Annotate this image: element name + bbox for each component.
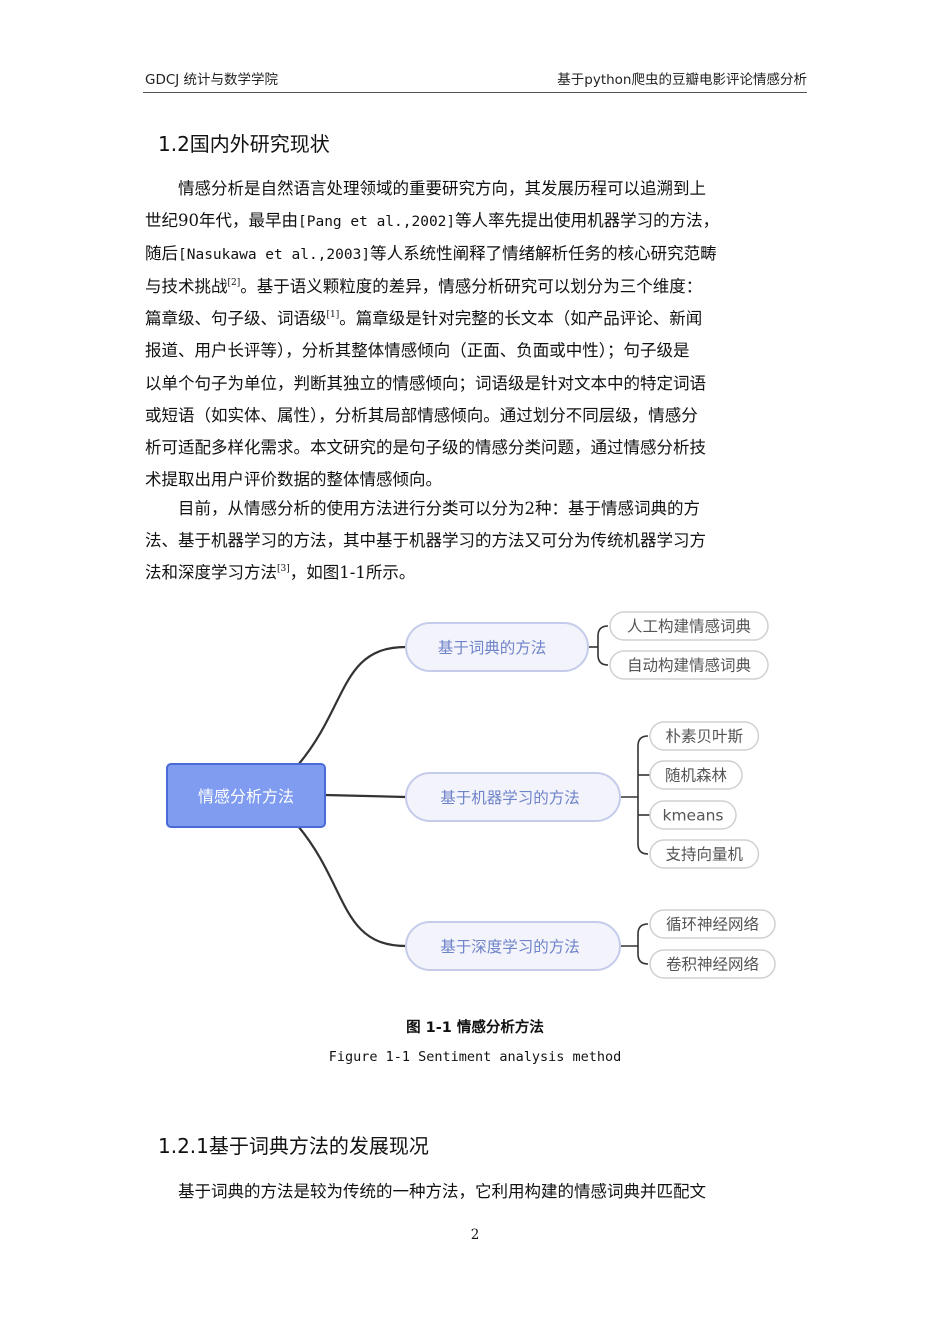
branch-node-deep-learning: 基于深度学习的方法	[405, 921, 621, 971]
text-line: 随后[Nasukawa et al.,2003]等人系统性阐释了情绪解析任务的核…	[145, 244, 717, 264]
branch-node-label: 基于深度学习的方法	[440, 938, 580, 956]
leaf-node: 自动构建情感词典	[609, 650, 769, 680]
leaf-node-label: 随机森林	[665, 767, 728, 785]
text-line: 或短语（如实体、属性），分析其局部情感倾向。通过划分不同层级，情感分	[145, 405, 698, 425]
root-node: 情感分析方法	[166, 763, 326, 828]
text-line: 情感分析是自然语言处理领域的重要研究方向，其发展历程可以追溯到上	[178, 179, 706, 198]
leaf-node-label: 支持向量机	[665, 846, 743, 864]
text-line: 目前，从情感分析的使用方法进行分类可以分为2种：基于情感词典的方	[178, 499, 700, 518]
paragraph-method-classes: 目前，从情感分析的使用方法进行分类可以分为2种：基于情感词典的方 法、基于机器学…	[145, 493, 805, 589]
paragraph-dictionary-method: 基于词典的方法是较为传统的一种方法，它利用构建的情感词典并匹配文	[145, 1176, 805, 1208]
root-node-label: 情感分析方法	[198, 787, 294, 806]
connector-line	[324, 793, 407, 799]
section-heading-1-2: 1.2国内外研究现状	[158, 132, 330, 156]
connector-line	[297, 645, 407, 766]
text-line: 法、基于机器学习的方法，其中基于机器学习的方法又可分为传统机器学习方	[145, 531, 706, 551]
connector-line	[597, 625, 609, 666]
running-header-left: GDCJ 统计与数学学院	[145, 72, 279, 88]
branch-node-label: 基于机器学习的方法	[440, 789, 580, 807]
leaf-node: 卷积神经网络	[649, 949, 776, 979]
leaf-node: kmeans	[649, 800, 737, 830]
leaf-node-box	[649, 721, 760, 751]
text-line: 析可适配多样化需求。本文研究的是句子级的情感分类问题，通过情感分析技	[145, 437, 706, 457]
text-line: 与技术挑战[2]。基于语义颗粒度的差异，情感分析研究可以划分为三个维度：	[145, 277, 703, 297]
branch-node-box	[405, 921, 621, 971]
leaf-node: 人工构建情感词典	[609, 611, 769, 641]
text-line: 篇章级、句子级、词语级[1]。篇章级是针对完整的长文本（如产品评论、新闻	[145, 309, 703, 329]
leaf-node-label: 循环神经网络	[666, 916, 759, 934]
citation-nasukawa: [Nasukawa et al.,2003]	[178, 247, 371, 264]
leaf-node: 随机森林	[649, 760, 743, 790]
leaf-node: 朴素贝叶斯	[649, 721, 760, 751]
leaf-node-label: kmeans	[662, 807, 723, 825]
footnote-ref: [3]	[277, 564, 290, 575]
branch-node-label: 基于词典的方法	[438, 639, 547, 657]
branch-node-machine-learning: 基于机器学习的方法	[405, 772, 621, 822]
leaf-node-box	[649, 909, 776, 939]
mindmap-diagram: 情感分析方法 基于词典的方法 基于机器学习的方法 基于深度学习的方法 人工构建情…	[166, 611, 776, 979]
text-line: 报道、用户长评等），分析其整体情感倾向（正面、负面或中性）；句子级是	[145, 341, 690, 361]
connector-line	[637, 735, 649, 855]
leaf-node-box	[649, 760, 743, 790]
text-line: 法和深度学习方法[3]，如图1-1所示。	[145, 563, 416, 583]
footnote-ref: [1]	[326, 310, 340, 321]
connector-line	[637, 923, 649, 965]
citation-pang: [Pang et al.,2002]	[298, 214, 456, 231]
text-line: 世纪90年代，最早由[Pang et al.,2002]等人率先提出使用机器学习…	[145, 211, 720, 231]
leaf-node-box	[649, 839, 760, 869]
leaf-node-label: 自动构建情感词典	[627, 657, 751, 675]
figure-caption-en: Figure 1-1 Sentiment analysis method	[328, 1049, 622, 1065]
leaf-node: 循环神经网络	[649, 909, 776, 939]
leaf-node-label: 人工构建情感词典	[627, 618, 751, 636]
leaf-node-box	[609, 611, 769, 641]
header-rule	[143, 92, 807, 93]
connector-lines	[297, 625, 650, 965]
branch-node-dictionary: 基于词典的方法	[405, 622, 589, 672]
leaf-node-box	[649, 800, 737, 830]
leaf-node: 支持向量机	[649, 839, 760, 869]
text-line: 术提取出用户评价数据的整体情感倾向。	[145, 469, 442, 489]
branch-node-box	[405, 772, 621, 822]
root-node-box	[166, 763, 326, 828]
footnote-ref: [2]	[227, 278, 241, 289]
text-line: 基于词典的方法是较为传统的一种方法，它利用构建的情感词典并匹配文	[178, 1182, 706, 1201]
leaf-node-label: 朴素贝叶斯	[665, 728, 743, 746]
page-number: 2	[470, 1227, 480, 1243]
section-heading-1-2-1: 1.2.1基于词典方法的发展现况	[158, 1134, 429, 1158]
branch-node-box	[405, 622, 589, 672]
leaf-node-box	[649, 949, 776, 979]
leaf-node-label: 卷积神经网络	[666, 956, 759, 974]
connector-line	[297, 825, 407, 948]
text-line: 以单个句子为单位，判断其独立的情感倾向；词语级是针对文本中的特定词语	[145, 373, 706, 393]
paragraph-research-status: 情感分析是自然语言处理领域的重要研究方向，其发展历程可以追溯到上 世纪90年代，…	[145, 173, 805, 496]
running-header-right: 基于python爬虫的豆瓣电影评论情感分析	[557, 72, 807, 88]
leaf-node-box	[609, 650, 769, 680]
figure-caption-cn: 图 1-1 情感分析方法	[406, 1020, 544, 1036]
